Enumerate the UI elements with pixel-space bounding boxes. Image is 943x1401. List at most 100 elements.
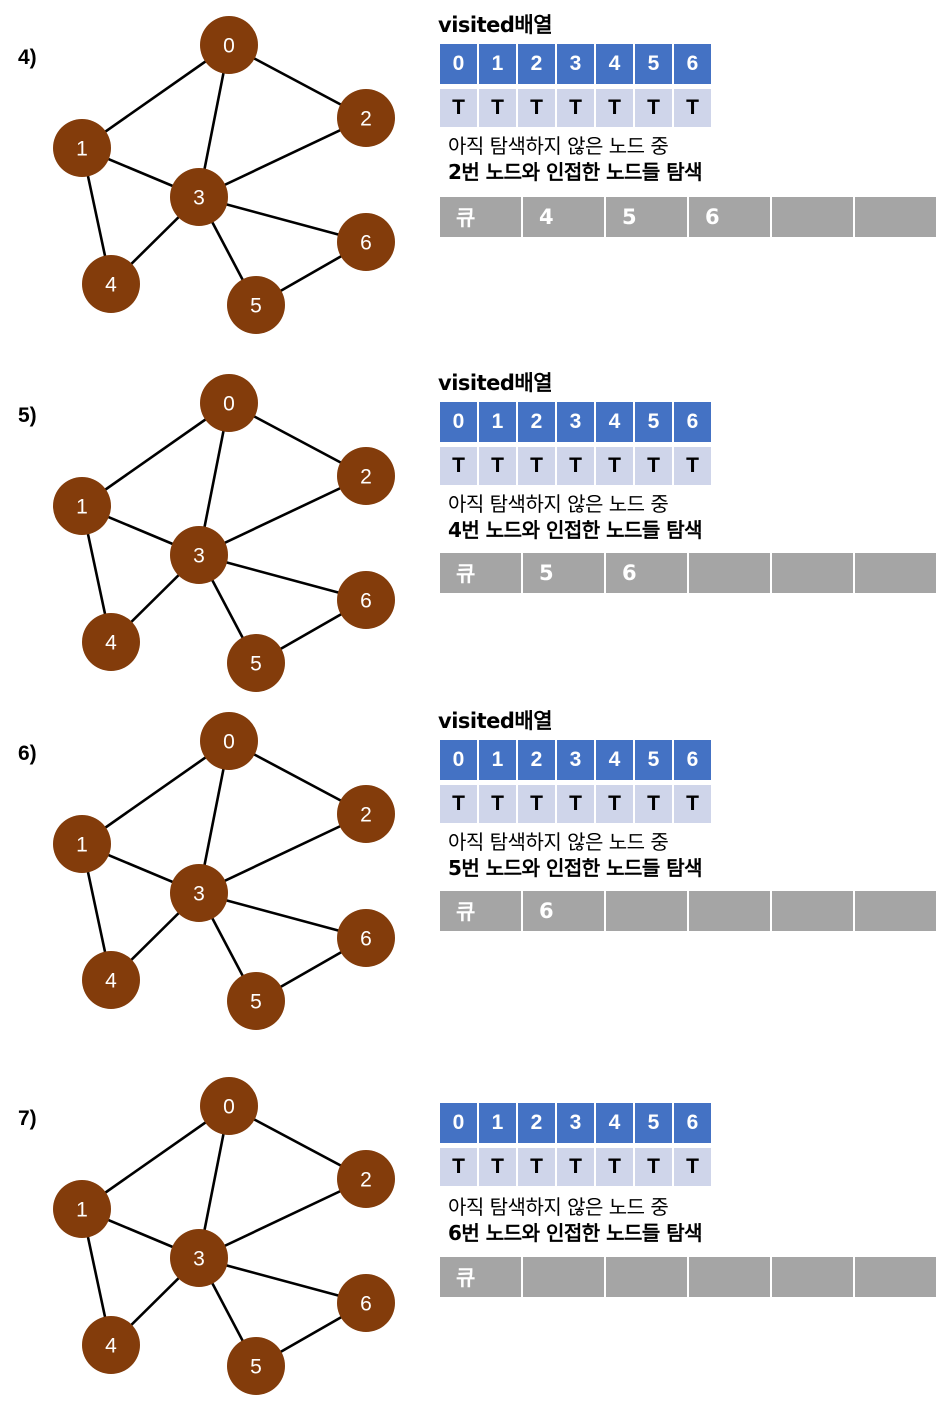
visited-value-cell: T [674,447,711,485]
visited-index-cell: 3 [557,1103,594,1143]
visited-value-cell: T [596,785,633,823]
visited-value-row: T T T T T T T [440,89,713,127]
visited-index-cell: 4 [596,44,633,84]
queue-cell [772,891,853,931]
queue-label-cell: 큐 [440,891,521,931]
visited-index-cell: 2 [518,1103,555,1143]
graph-node-label: 2 [360,1169,372,1192]
visited-value-cell: T [635,447,672,485]
queue-row: 큐 4 5 6 [440,197,938,237]
step-description: 아직 탐색하지 않은 노드 중 5번 노드와 인접한 노드들 탐색 [448,829,703,881]
queue-cell: 5 [606,197,687,237]
visited-value-cell: T [557,89,594,127]
graph-node-3 [170,168,228,226]
visited-value-cell: T [518,1148,555,1186]
visited-value-cell: T [440,1148,477,1186]
visited-value-cell: T [674,89,711,127]
visited-index-cell: 4 [596,740,633,780]
graph-node-label: 0 [223,731,235,754]
graph-edge-2-3 [198,116,367,199]
visited-index-cell: 6 [674,740,711,780]
queue-label-cell: 큐 [440,1257,521,1297]
visited-index-cell: 2 [518,44,555,84]
graph-node-0 [200,1077,258,1135]
visited-value-cell: T [440,447,477,485]
queue-cell [606,891,687,931]
visited-value-cell: T [635,785,672,823]
visited-array-title: visited배열 [438,13,553,37]
queue-row: 큐 5 6 [440,553,938,593]
queue-cell [855,553,936,593]
graph-node-label: 2 [360,108,372,131]
graph-node-label: 1 [76,834,88,857]
step-label: 6) [18,742,37,765]
graph-node-5 [227,972,285,1030]
graph-node-label: 5 [250,295,262,318]
graph-node-3 [170,526,228,584]
visited-value-cell: T [518,447,555,485]
graph-node-label: 1 [76,496,88,519]
graph-node-label: 5 [250,991,262,1014]
visited-index-row: 0 1 2 3 4 5 6 [440,1103,713,1143]
description-line-2: 6번 노드와 인접한 노드들 탐색 [448,1221,703,1245]
visited-value-row: T T T T T T T [440,447,713,485]
queue-cell [855,197,936,237]
graph-node-6 [337,1274,395,1332]
step-description: 아직 탐색하지 않은 노드 중 2번 노드와 인접한 노드들 탐색 [448,133,703,185]
description-line-2: 2번 노드와 인접한 노드들 탐색 [448,160,703,184]
graph-node-5 [227,1337,285,1395]
graph-node-label: 3 [193,1248,205,1271]
visited-value-cell: T [479,1148,516,1186]
graph-node-label: 0 [223,1096,235,1119]
graph-edge-2-3 [198,474,367,557]
queue-label-cell: 큐 [440,553,521,593]
visited-index-cell: 6 [674,1103,711,1143]
queue-label-cell: 큐 [440,197,521,237]
graph-node-4 [82,255,140,313]
queue-cell [689,891,770,931]
visited-index-cell: 0 [440,402,477,442]
queue-cell [772,197,853,237]
graph-node-2 [337,447,395,505]
queue-row: 큐 [440,1257,938,1297]
step-label: 4) [18,46,37,69]
visited-value-cell: T [596,89,633,127]
visited-value-row: T T T T T T T [440,1148,713,1186]
visited-value-cell: T [518,785,555,823]
visited-index-cell: 4 [596,402,633,442]
visited-value-cell: T [596,447,633,485]
visited-index-cell: 4 [596,1103,633,1143]
graph-node-label: 6 [360,590,372,613]
visited-value-cell: T [635,89,672,127]
graph-node-label: 0 [223,393,235,416]
queue-cell [772,1257,853,1297]
step-description: 아직 탐색하지 않은 노드 중 6번 노드와 인접한 노드들 탐색 [448,1194,703,1246]
graph-node-label: 6 [360,232,372,255]
graph-node-4 [82,613,140,671]
queue-cell: 6 [606,553,687,593]
graph-edge-2-3 [198,812,367,895]
graph-node-5 [227,634,285,692]
visited-array-title: visited배열 [438,371,553,395]
queue-cell: 6 [523,891,604,931]
visited-index-cell: 2 [518,402,555,442]
visited-index-row: 0 1 2 3 4 5 6 [440,402,713,442]
visited-value-cell: T [440,89,477,127]
graph-node-label: 3 [193,545,205,568]
graph-edge-0-1 [81,401,230,508]
step-label: 7) [18,1107,37,1130]
queue-cell: 5 [523,553,604,593]
graph-node-label: 5 [250,653,262,676]
queue-cell [855,1257,936,1297]
graph-edge-0-1 [81,739,230,846]
queue-cell [855,891,936,931]
visited-value-cell: T [635,1148,672,1186]
visited-index-cell: 6 [674,402,711,442]
visited-index-cell: 1 [479,1103,516,1143]
queue-cell: 6 [689,197,770,237]
graph-node-4 [82,1316,140,1374]
queue-cell [606,1257,687,1297]
